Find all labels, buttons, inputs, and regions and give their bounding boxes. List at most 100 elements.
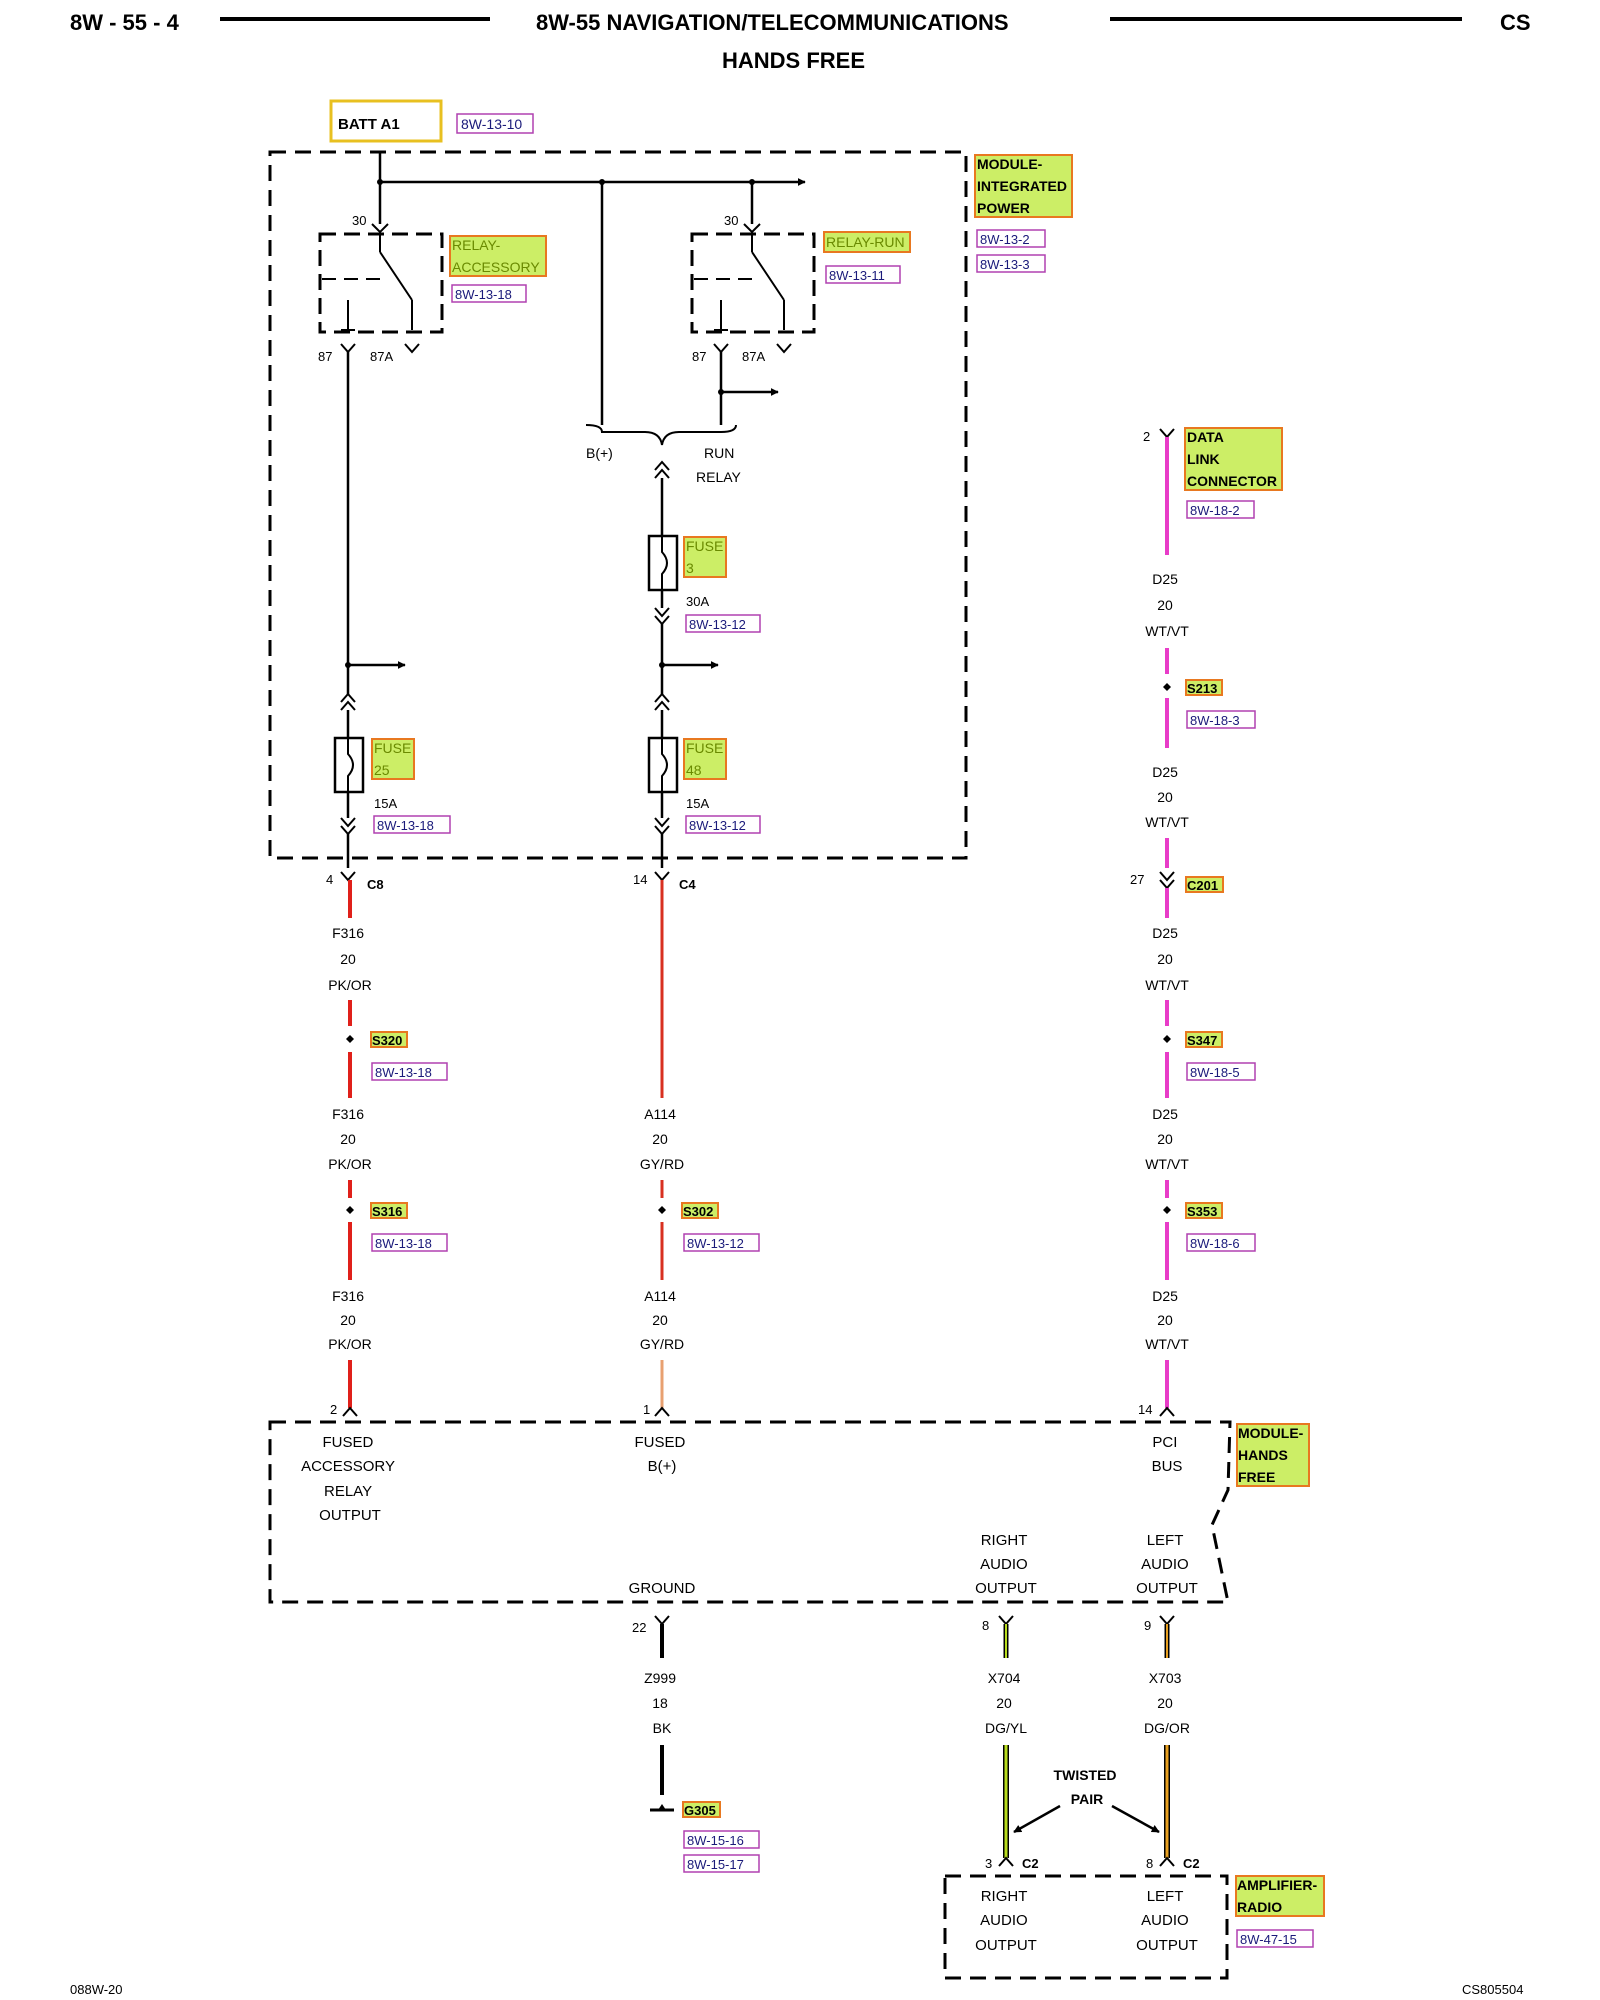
run-relay-label-1: RUN xyxy=(704,445,734,461)
fuse48-label-box xyxy=(683,738,727,780)
relay-acc-label-2: ACCESSORY xyxy=(452,259,540,275)
x703-label: X703 20 DG/OR xyxy=(1144,1670,1190,1736)
f316-3-gauge: 20 xyxy=(340,1312,356,1328)
fuse25-element xyxy=(347,738,354,792)
batt-ref-box xyxy=(456,113,534,134)
a114-2-code: A114 xyxy=(644,1106,676,1122)
s213-dot xyxy=(1163,683,1171,691)
d25-2-code: D25 xyxy=(1152,1106,1178,1122)
hf-fused-acc: FUSED ACCESSORY RELAY OUTPUT xyxy=(301,1434,399,1524)
fuse48-element xyxy=(661,738,668,792)
a114-2-color: GY/RD xyxy=(640,1156,684,1172)
fuse48-ref: 8W-13-12 xyxy=(689,818,746,833)
x704-label: X704 20 DG/YL xyxy=(985,1670,1027,1736)
batt-label: BATT A1 xyxy=(338,116,400,133)
fuse3-label-box xyxy=(683,536,727,578)
fuse3-ref: 8W-13-12 xyxy=(689,617,746,632)
left-audio-pin-term xyxy=(1159,1615,1175,1626)
c8-pin: 4 xyxy=(326,872,333,887)
relay-run-ref-box xyxy=(825,265,901,284)
f316-3-color: PK/OR xyxy=(328,1336,372,1352)
hf-pin1-term xyxy=(654,1406,670,1417)
relay-run-87a-term xyxy=(776,343,792,354)
right-audio-pin: 8 xyxy=(982,1618,989,1633)
amplifier-box xyxy=(943,1874,1229,1980)
s302-dot xyxy=(658,1206,666,1214)
ipm-label: MODULE- INTEGRATED POWER xyxy=(977,156,1071,216)
d25-2-gauge: 20 xyxy=(1157,1131,1173,1147)
batt-box xyxy=(329,99,443,143)
c201-pin: 27 xyxy=(1130,872,1144,887)
amp-right-audio: RIGHT AUDIO OUTPUT xyxy=(975,1888,1037,1954)
s320-ref: 8W-13-18 xyxy=(375,1065,432,1080)
dlc-ref-box xyxy=(1186,500,1255,519)
relay-acc-ref-box xyxy=(451,284,527,303)
hf-label-box xyxy=(1236,1423,1310,1487)
hf-fused-b: FUSED B(+) xyxy=(634,1434,689,1475)
s320-box xyxy=(370,1031,408,1048)
d25-1-gauge: 20 xyxy=(1157,951,1173,967)
f316-label-2: F316 20 PK/OR xyxy=(328,1106,372,1172)
s347-ref-box xyxy=(1186,1062,1256,1081)
hf-fused-acc-4: OUTPUT xyxy=(319,1507,381,1524)
fuse3-element xyxy=(661,536,668,590)
fuse48-bot-term xyxy=(654,817,670,836)
ipm-label-1: MODULE- xyxy=(977,156,1043,172)
dlc-label-box xyxy=(1184,427,1283,491)
amp-ref: 8W-47-15 xyxy=(1240,1932,1297,1947)
f316-label-3: F316 20 PK/OR xyxy=(328,1288,372,1352)
twisted-arrow-left xyxy=(1013,1804,1061,1834)
left-audio-pin: 9 xyxy=(1144,1618,1151,1633)
s302-ref-box xyxy=(683,1233,760,1252)
dlc-pin: 2 xyxy=(1143,429,1150,444)
d25-label-2: D25 20 WT/VT xyxy=(1145,1106,1189,1172)
s353-box xyxy=(1185,1202,1223,1219)
s320-dot xyxy=(346,1035,354,1043)
dlc-ref: 8W-18-2 xyxy=(1190,503,1240,518)
relay-run-label: RELAY-RUN xyxy=(826,234,905,250)
f316-2-code: F316 xyxy=(332,1106,364,1122)
fuse3-label-1: FUSE xyxy=(686,538,723,554)
relay-acc-87a-term xyxy=(404,343,420,354)
d25-label-0: D25 20 WT/VT xyxy=(1145,571,1189,639)
hf-ground: GROUND xyxy=(629,1580,696,1597)
hf-fused-acc-2: ACCESSORY xyxy=(301,1458,395,1475)
hf-pci-1: PCI xyxy=(1152,1434,1177,1451)
c201-box xyxy=(1185,876,1224,893)
x704-code: X704 xyxy=(988,1670,1021,1686)
g305-ref1: 8W-15-16 xyxy=(687,1833,744,1848)
x703-code: X703 xyxy=(1149,1670,1182,1686)
hf-right-audio-3: OUTPUT xyxy=(975,1580,1037,1597)
d25-0-color: WT/VT xyxy=(1145,623,1189,639)
a114-label-2: A114 20 GY/RD xyxy=(640,1106,684,1172)
amp-left-audio-2: AUDIO xyxy=(1141,1912,1189,1929)
hf-pin2-term xyxy=(342,1406,358,1417)
f316-1-code: F316 xyxy=(332,925,364,941)
hf-right-audio: RIGHT AUDIO OUTPUT xyxy=(975,1532,1037,1597)
ipm-ref1-box xyxy=(976,229,1046,248)
s316-ref: 8W-13-18 xyxy=(375,1236,432,1251)
hf-left-audio-3: OUTPUT xyxy=(1136,1580,1198,1597)
amp-label-2: RADIO xyxy=(1237,1899,1282,1915)
amp-right-connector: C2 xyxy=(1022,1856,1039,1871)
hf-right-audio-1: RIGHT xyxy=(981,1532,1028,1549)
g305-ref2-box xyxy=(683,1854,760,1873)
relay-acc-ref: 8W-13-18 xyxy=(455,287,512,302)
amp-left-connector: C2 xyxy=(1183,1856,1200,1871)
z999-gauge: 18 xyxy=(652,1695,668,1711)
twisted-arrow-right xyxy=(1111,1804,1160,1834)
hf-fused-acc-1: FUSED xyxy=(322,1434,373,1451)
g305-ref2: 8W-15-17 xyxy=(687,1857,744,1872)
hf-label-3: FREE xyxy=(1238,1469,1275,1485)
ground-pin: 22 xyxy=(632,1620,646,1635)
ipm-label-2: INTEGRATED xyxy=(977,178,1067,194)
s353-dot xyxy=(1163,1206,1171,1214)
s353-ref-box xyxy=(1186,1233,1256,1252)
f316-label-1: F316 20 PK/OR xyxy=(328,925,372,993)
c201-label: C201 xyxy=(1187,878,1218,893)
ground-symbol-tip xyxy=(658,1804,666,1810)
relay-acc-87-term xyxy=(340,343,356,354)
hf-label-1: MODULE- xyxy=(1238,1425,1304,1441)
z999-label: Z999 18 BK xyxy=(644,1670,680,1736)
hf-left-audio: LEFT AUDIO OUTPUT xyxy=(1136,1532,1198,1597)
